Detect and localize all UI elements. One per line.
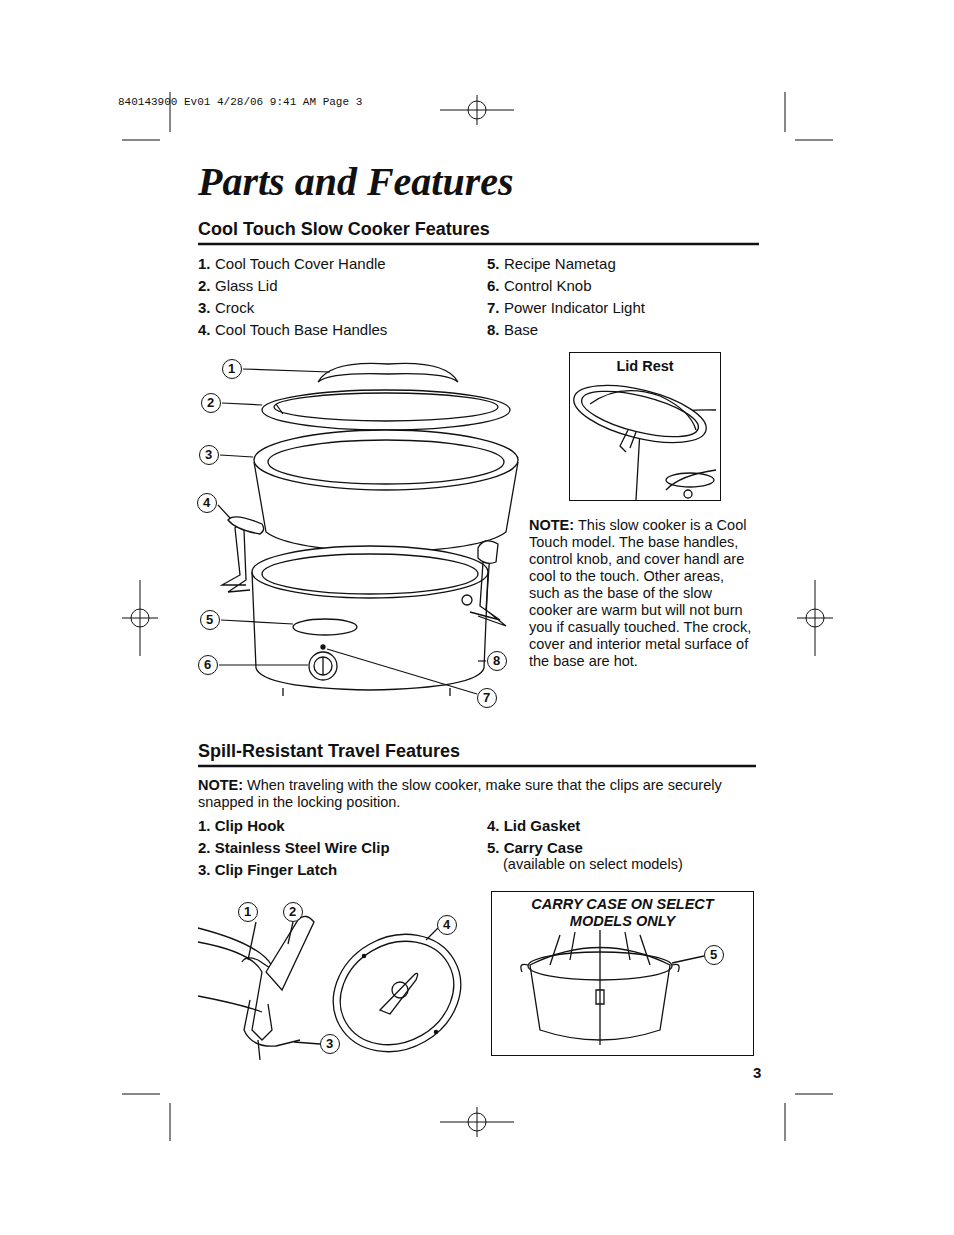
lid-rest-illustration (568, 374, 716, 500)
clip-illustration (198, 916, 320, 1060)
callout-number: 6 (198, 655, 218, 675)
callout-number: 2 (283, 902, 303, 922)
crop-marks (122, 92, 833, 1141)
part-name: Cool Touch Cover Handle (215, 255, 386, 273)
leader-lines (218, 369, 486, 694)
part-name: 1. Clip Hook (198, 817, 285, 835)
callout-number: 1 (238, 902, 258, 922)
part-name: Recipe Nametag (504, 255, 616, 273)
item-number: 2. (198, 277, 211, 295)
section-heading: Spill-Resistant Travel Features (198, 741, 460, 763)
section-rule (198, 765, 756, 768)
item-number: 1. (198, 255, 211, 273)
item-number: 7. (487, 299, 500, 317)
slow-cooker-illustration (222, 363, 518, 696)
part-name: 4. Lid Gasket (487, 817, 580, 835)
inset-box: Lid Rest (569, 352, 721, 501)
note-paragraph: NOTE:When traveling with the slow cooker… (198, 777, 728, 811)
part-name: 2. Stainless Steel Wire Clip (198, 839, 390, 857)
item-number: 3. (198, 299, 211, 317)
part-name: Control Knob (504, 277, 592, 295)
part-name: Base (504, 321, 538, 339)
note-label: NOTE: (198, 777, 243, 793)
page-number: 3 (753, 1064, 761, 1082)
box-heading: CARRY CASE ON SELECT MODELS ONLY (492, 896, 753, 930)
callout-number: 7 (477, 688, 497, 708)
callout-number: 4 (197, 493, 217, 513)
callout-number: 1 (222, 359, 242, 379)
page-title: Parts and Features (198, 158, 514, 205)
item-number: 4. (198, 321, 211, 339)
note-paragraph: NOTE:This slow cooker is a Cool Touch mo… (529, 517, 755, 670)
item-number: 8. (487, 321, 500, 339)
section-rule (198, 243, 759, 246)
callout-number: 5 (200, 610, 220, 630)
print-slug: 840143900 Ev01 4/28/06 9:41 AM Page 3 (118, 96, 362, 109)
callout-number: 8 (487, 651, 507, 671)
note-text: When traveling with the slow cooker, mak… (198, 777, 722, 810)
part-name: Crock (215, 299, 254, 317)
callout-number: 3 (199, 445, 219, 465)
lid-gasket-illustration (312, 912, 482, 1075)
item-number: 5. (487, 255, 500, 273)
part-name: Cool Touch Base Handles (215, 321, 387, 339)
callout-number: 5 (704, 945, 724, 965)
carry-case-illustration (521, 930, 704, 1045)
part-name: Glass Lid (215, 277, 278, 295)
note-label: NOTE: (529, 517, 574, 533)
callout-number: 2 (201, 393, 221, 413)
callout-number: 3 (320, 1034, 340, 1054)
part-name: Power Indicator Light (504, 299, 645, 317)
inset-box: CARRY CASE ON SELECT MODELS ONLY (491, 891, 754, 1056)
box-heading: Lid Rest (570, 358, 720, 375)
section-heading: Cool Touch Slow Cooker Features (198, 219, 490, 241)
part-name: 5. Carry Case (487, 839, 583, 857)
callout-number: 4 (437, 915, 457, 935)
part-note: (available on select models) (503, 856, 683, 873)
item-number: 6. (487, 277, 500, 295)
note-text: This slow cooker is a Cool Touch model. … (529, 517, 751, 669)
part-name: 3. Clip Finger Latch (198, 861, 337, 879)
